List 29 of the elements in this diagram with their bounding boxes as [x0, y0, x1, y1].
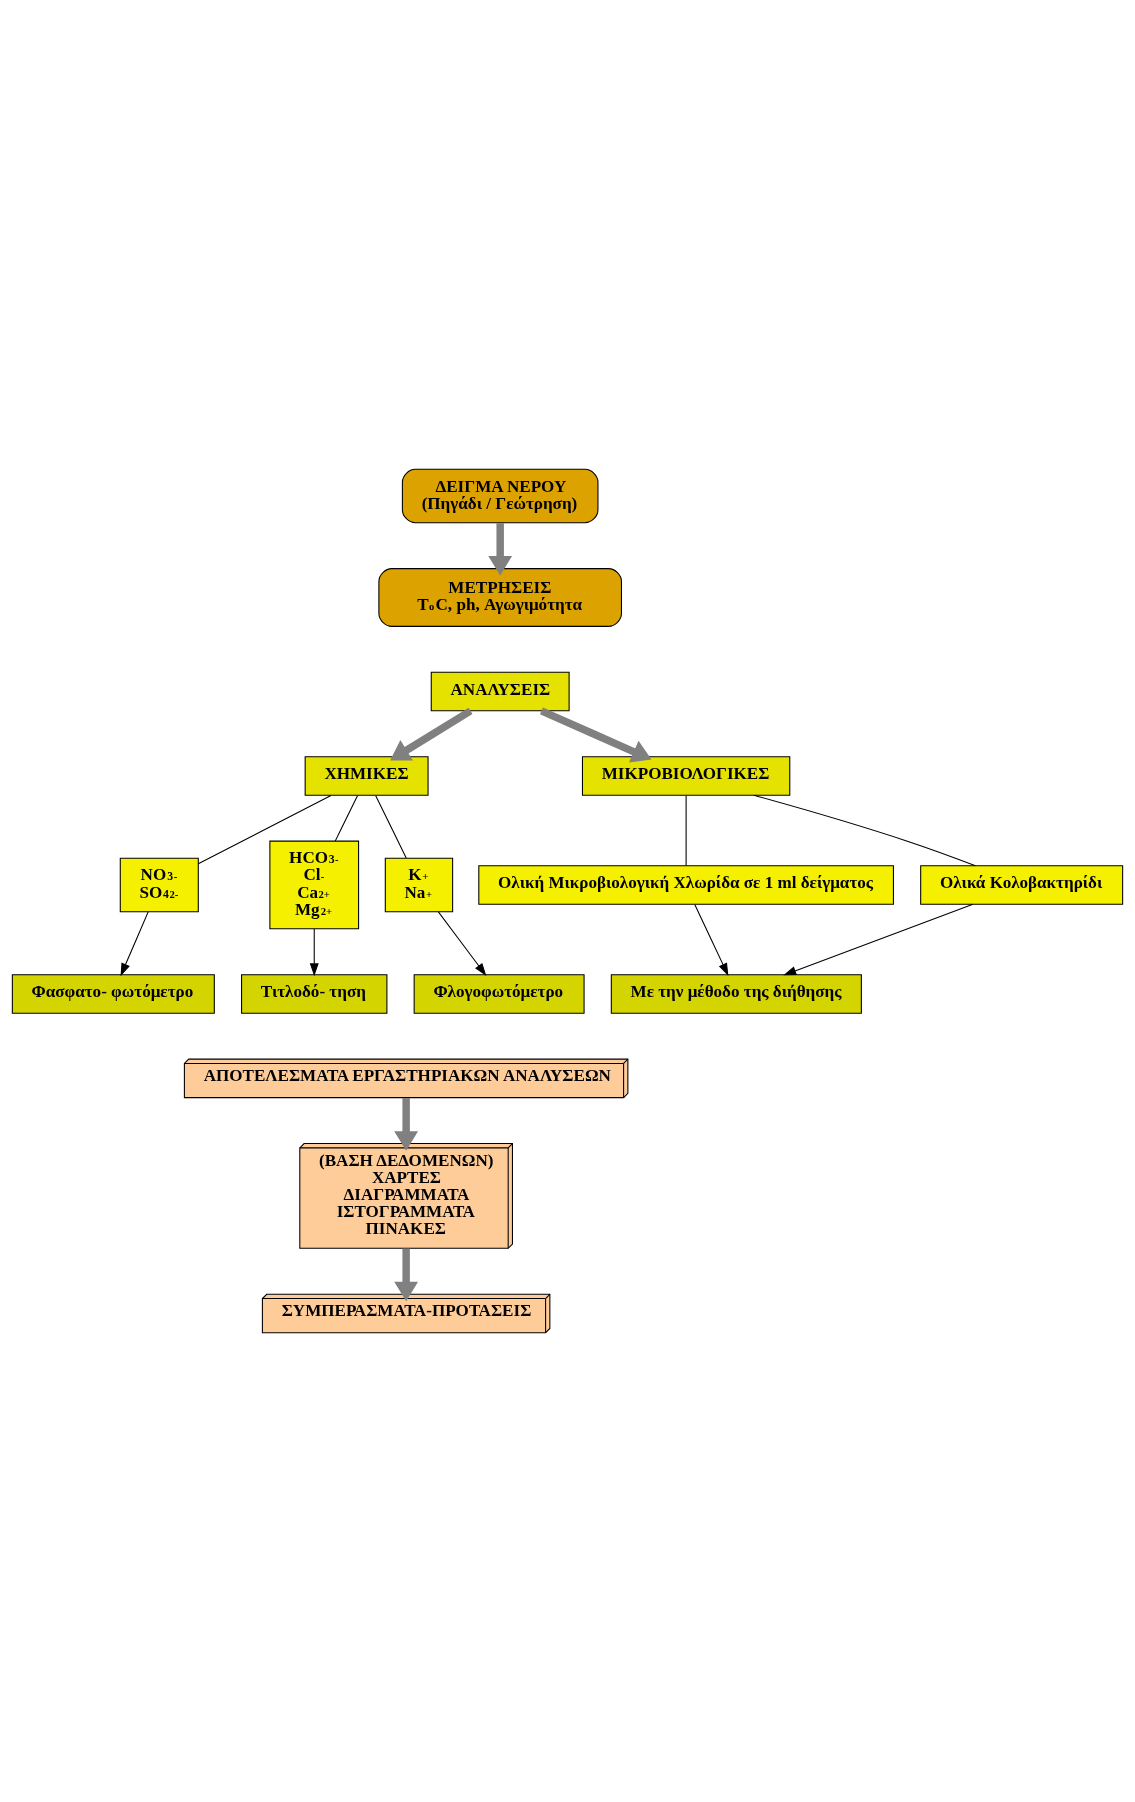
node-box: ΑΝΑΛΥΣΕΙΣ — [430, 671, 570, 712]
node-box: ΧΗΜΙΚΕΣ — [304, 756, 429, 796]
arrow — [539, 707, 652, 763]
node-box: Τιτλοδό- τηση — [241, 974, 388, 1014]
node-box: ΔΕΙΓΜΑ ΝΕΡΟΥ (Πηγάδι / Γεώτρηση) — [401, 468, 599, 524]
arrow — [437, 911, 487, 976]
node-box: Ολική Μικροβιολογική Χλωρίδα σε 1 ml δείγματος — [478, 865, 894, 905]
node-box: Φασφατο- φωτόμετρο — [11, 974, 215, 1014]
node-box: HCO3- Cl- Ca2+ Mg2+ — [269, 840, 360, 930]
node-box: ΜΕΤΡΗΣΕΙΣ ToC, ph, Αγωγιμότητα — [378, 568, 622, 627]
node-box: Φλογοφωτόμετρο — [413, 974, 585, 1014]
arrow — [309, 928, 319, 977]
arrow — [390, 707, 473, 761]
connector — [197, 794, 332, 865]
connector — [753, 794, 977, 867]
arrow — [694, 904, 729, 976]
arrow — [120, 911, 149, 977]
node-box: Ολικά Κολοβακτηρίδι — [920, 865, 1124, 905]
connector — [685, 795, 687, 867]
node-box: ΜΙΚΡΟΒΙΟΛΟΓΙΚΕΣ — [581, 756, 791, 796]
connector — [334, 795, 358, 842]
arrow — [783, 903, 974, 976]
connector — [375, 795, 407, 859]
arrow — [394, 1248, 419, 1302]
node-box: K+ Na+ — [384, 857, 454, 913]
node-box: Με την μέθοδο της διήθησης — [610, 974, 862, 1014]
arrow — [394, 1098, 419, 1151]
arrow — [488, 523, 513, 576]
node-box: NO3- SO42- — [119, 857, 199, 913]
